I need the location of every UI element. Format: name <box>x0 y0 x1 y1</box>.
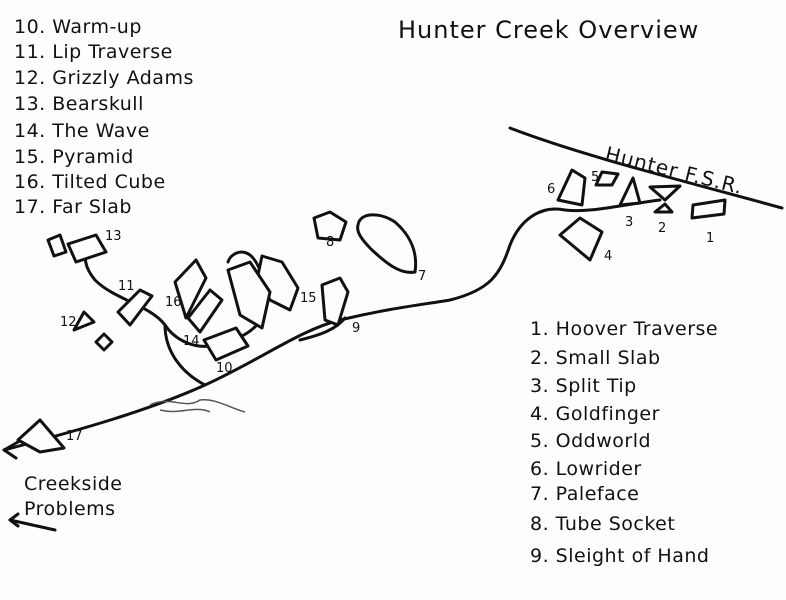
boulder-label-8: 8 <box>326 235 334 250</box>
creekside-pointer <box>8 518 57 532</box>
legend-item-1: 1. Hoover Traverse <box>530 318 718 340</box>
boulder-label-3: 3 <box>625 215 633 230</box>
boulder-11 <box>116 288 154 327</box>
boulder-5 <box>594 170 620 187</box>
legend-item-10: 10. Warm-up <box>14 16 142 38</box>
boulder-13 <box>66 233 108 264</box>
boulder-label-13: 13 <box>105 229 122 244</box>
boulder-label-6: 6 <box>547 182 555 197</box>
boulder-label-16: 16 <box>165 295 182 310</box>
creekside-label-line2: Problems <box>24 498 116 520</box>
boulder-label-1: 1 <box>706 231 714 246</box>
boulder-6 <box>556 168 587 207</box>
boulder-1 <box>690 198 727 220</box>
legend-item-15: 15. Pyramid <box>14 146 134 168</box>
legend-item-3: 3. Split Tip <box>530 375 637 397</box>
boulder-2 <box>653 202 674 214</box>
legend-item-14: 14. The Wave <box>14 120 150 142</box>
legend-left: 10. Warm-up 11. Lip Traverse 12. Grizzly… <box>14 16 194 218</box>
creek-line <box>149 399 246 413</box>
boulder-label-7: 7 <box>418 269 426 284</box>
boulder-13b <box>46 233 68 258</box>
legend-item-5: 5. Oddworld <box>530 430 651 452</box>
boulder-label-15: 15 <box>300 291 317 306</box>
legend-item-7: 7. Paleface <box>530 483 639 505</box>
boulders-left: 10 14 16 11 12 13 <box>46 229 250 376</box>
boulder-wave <box>226 260 272 330</box>
boulder-label-11: 11 <box>118 279 135 294</box>
creekside-arrow-icon <box>2 440 20 460</box>
legend-item-13: 13. Bearskull <box>14 93 144 115</box>
legend-item-17: 17. Far Slab <box>14 196 132 218</box>
legend-item-9: 9. Sleight of Hand <box>530 545 709 567</box>
boulder-label-10: 10 <box>216 361 233 376</box>
boulder-label-12: 12 <box>60 315 77 330</box>
main-trail <box>2 198 662 452</box>
legend-item-2: 2. Small Slab <box>530 347 661 369</box>
boulder-4 <box>558 216 604 262</box>
boulders-roadside: 1 2 3 5 6 4 <box>547 168 727 264</box>
legend-item-8: 8. Tube Socket <box>530 513 675 535</box>
boulder-14 <box>186 288 224 334</box>
creek-line-2 <box>159 408 211 413</box>
boulder-label-5: 5 <box>591 170 599 185</box>
boulder-2b <box>648 184 682 202</box>
map-title: Hunter Creek Overview <box>398 16 699 44</box>
creekside-label-line1: Creekside <box>24 473 122 495</box>
legend-item-4: 4. Goldfinger <box>530 403 660 425</box>
boulder-8 <box>312 210 348 242</box>
trail-branch-9 <box>298 316 347 342</box>
legend-item-11: 11. Lip Traverse <box>14 41 173 63</box>
legend-item-12: 12. Grizzly Adams <box>14 67 194 89</box>
boulder-17 <box>16 418 66 454</box>
boulder-7 <box>356 213 418 274</box>
arrow-head-icon <box>8 512 20 528</box>
legend-right: 1. Hoover Traverse 2. Small Slab 3. Spli… <box>530 318 718 567</box>
boulders-middle: 7 8 9 15 <box>226 210 426 336</box>
boulder-label-17: 17 <box>66 429 83 444</box>
legend-item-16: 16. Tilted Cube <box>14 171 166 193</box>
boulder-9 <box>320 276 350 327</box>
boulder-label-2: 2 <box>658 221 666 236</box>
boulder-label-9: 9 <box>352 321 360 336</box>
boulder-12 <box>72 310 96 332</box>
legend-item-6: 6. Lowrider <box>530 458 642 480</box>
boulder-16 <box>173 258 208 320</box>
boulder-10 <box>202 326 250 362</box>
boulder-3 <box>618 176 642 207</box>
forest-service-road <box>508 126 784 210</box>
boulder-12b <box>94 332 114 352</box>
boulder-label-14: 14 <box>183 334 200 349</box>
boulder-label-4: 4 <box>604 249 612 264</box>
